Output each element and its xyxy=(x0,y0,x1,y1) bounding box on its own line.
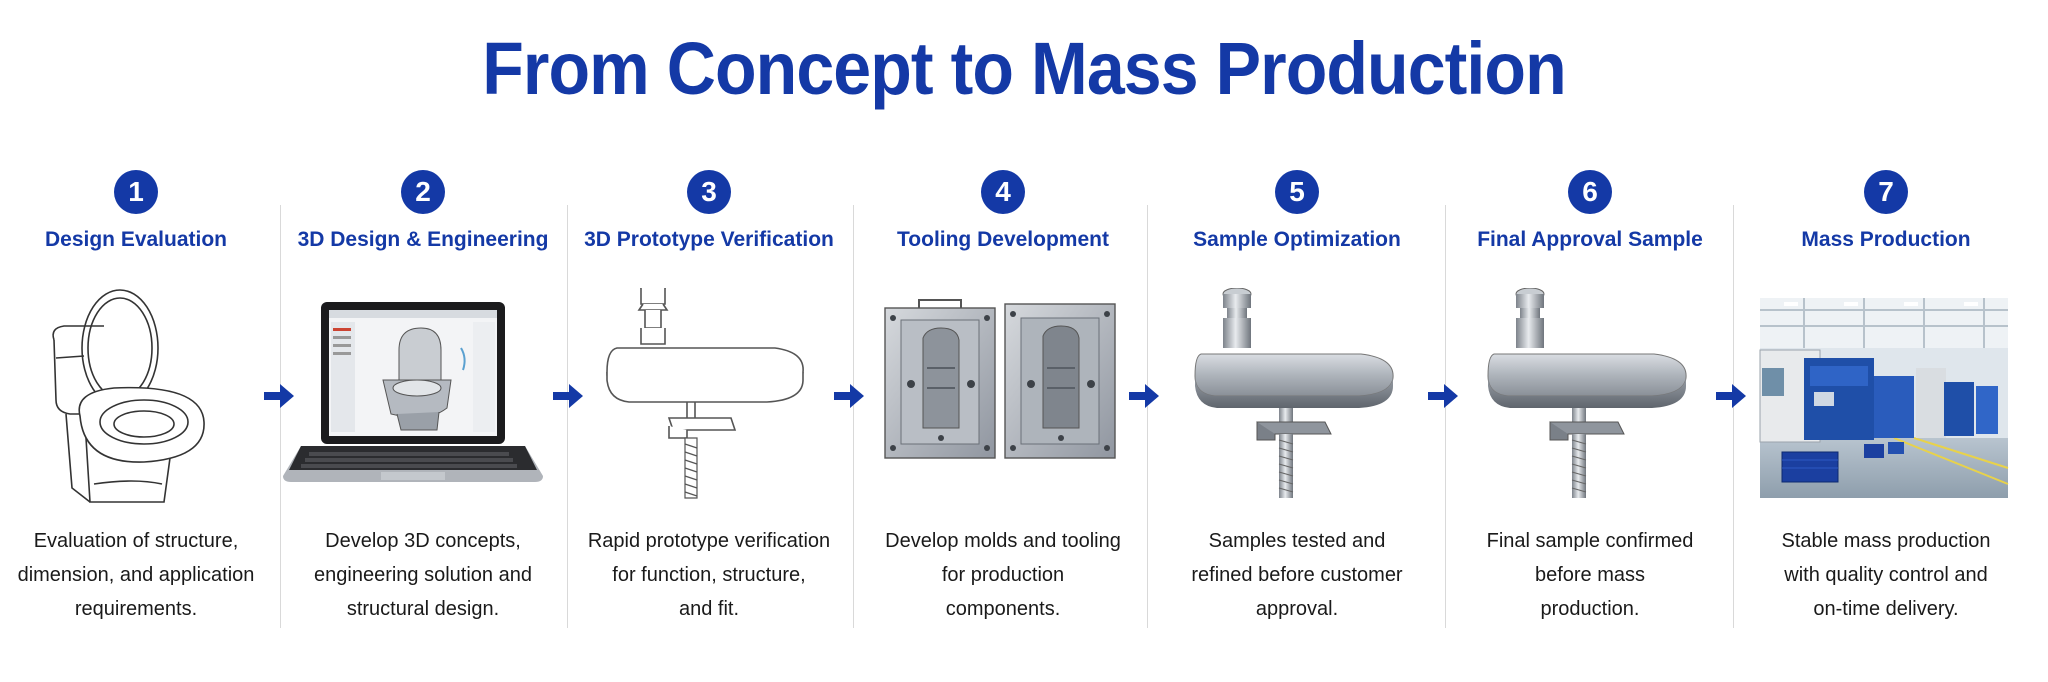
step-title: Mass Production xyxy=(1801,228,1971,251)
right-arrow-icon xyxy=(553,384,583,408)
step-description-line: Rapid prototype verification xyxy=(587,530,831,552)
step-divider xyxy=(280,205,281,628)
step-3d-prototype-verification: 3 3D Prototype Verification Rapid protot… xyxy=(567,170,851,630)
step-description-line: with quality control and xyxy=(1784,564,1988,586)
step-title: Design Evaluation xyxy=(44,228,228,251)
right-arrow-icon xyxy=(264,384,294,408)
laptop-cad-icon xyxy=(283,302,543,482)
step-description-line: requirements. xyxy=(74,598,198,620)
page-title: From Concept to Mass Production xyxy=(482,27,1566,110)
metal-hinge-final-icon xyxy=(1487,288,1687,498)
step-number-badge: 5 xyxy=(1275,170,1319,214)
step-3d-design-engineering: 2 3D Design & Engineering Develop 3D con… xyxy=(281,170,565,630)
step-description-line: approval. xyxy=(1255,598,1339,620)
right-arrow-icon xyxy=(834,384,864,408)
step-number-badge: 4 xyxy=(981,170,1025,214)
step-divider xyxy=(853,205,854,628)
step-description-line: for production xyxy=(941,564,1065,586)
step-number-badge: 3 xyxy=(687,170,731,214)
step-description-line: on-time delivery. xyxy=(1813,598,1959,620)
mold-tooling-icon xyxy=(884,299,1116,459)
step-title: Tooling Development xyxy=(897,228,1109,251)
step-number-badge: 6 xyxy=(1568,170,1612,214)
step-title: Final Approval Sample xyxy=(1477,228,1703,251)
step-description-line: Evaluation of structure, xyxy=(33,530,239,552)
step-description: Rapid prototype verification for functio… xyxy=(567,524,851,626)
step-description-line: for function, structure, xyxy=(612,564,806,586)
step-description: Develop 3D concepts, engineering solutio… xyxy=(281,524,565,626)
step-sample-optimization: 5 Sample Optimization Samples tested and… xyxy=(1155,170,1439,630)
step-description-line: production. xyxy=(1540,598,1640,620)
step-divider xyxy=(567,205,568,628)
step-description-line: refined before customer xyxy=(1191,564,1403,586)
step-description-line: structural design. xyxy=(346,598,500,620)
step-number-badge: 1 xyxy=(114,170,158,214)
step-description-line: and fit. xyxy=(678,598,740,620)
step-description: Develop molds and tooling for production… xyxy=(861,524,1145,626)
right-arrow-icon xyxy=(1716,384,1746,408)
step-description-line: components. xyxy=(945,598,1061,620)
step-divider xyxy=(1147,205,1148,628)
step-description-line: before mass xyxy=(1534,564,1646,586)
step-description-line: engineering solution and xyxy=(314,564,532,586)
step-tooling-development: 4 Tooling Development Develop molds and … xyxy=(861,170,1145,630)
step-description-line: Develop molds and tooling xyxy=(885,530,1121,552)
hinge-prototype-sketch-icon xyxy=(606,288,804,499)
step-description-line: dimension, and application xyxy=(17,564,255,586)
step-description-line: Stable mass production xyxy=(1781,530,1991,552)
step-number-badge: 2 xyxy=(401,170,445,214)
step-title: 3D Prototype Verification xyxy=(584,228,834,251)
step-description-line: Samples tested and xyxy=(1208,530,1386,552)
step-mass-production: 7 Mass Production Stable mass production… xyxy=(1744,170,2028,630)
right-arrow-icon xyxy=(1129,384,1159,408)
factory-floor-photo xyxy=(1759,298,2009,498)
step-description: Final sample confirmed before mass produ… xyxy=(1448,524,1732,626)
toilet-sketch-icon xyxy=(52,289,205,503)
step-title: 3D Design & Engineering xyxy=(297,228,549,251)
step-final-approval-sample: 6 Final Approval Sample Final sample con… xyxy=(1448,170,1732,630)
step-description: Samples tested and refined before custom… xyxy=(1155,524,1439,626)
step-divider xyxy=(1445,205,1446,628)
step-description-line: Final sample confirmed xyxy=(1486,530,1694,552)
step-design-evaluation: 1 Design Evaluation Evaluation of struct… xyxy=(0,170,278,630)
step-description-line: Develop 3D concepts, xyxy=(325,530,521,552)
metal-hinge-sample-icon xyxy=(1194,288,1394,498)
step-divider xyxy=(1733,205,1734,628)
step-description: Evaluation of structure, dimension, and … xyxy=(0,524,278,626)
right-arrow-icon xyxy=(1428,384,1458,408)
step-title: Sample Optimization xyxy=(1193,228,1401,251)
step-description: Stable mass production with quality cont… xyxy=(1744,524,2028,626)
step-number-badge: 7 xyxy=(1864,170,1908,214)
